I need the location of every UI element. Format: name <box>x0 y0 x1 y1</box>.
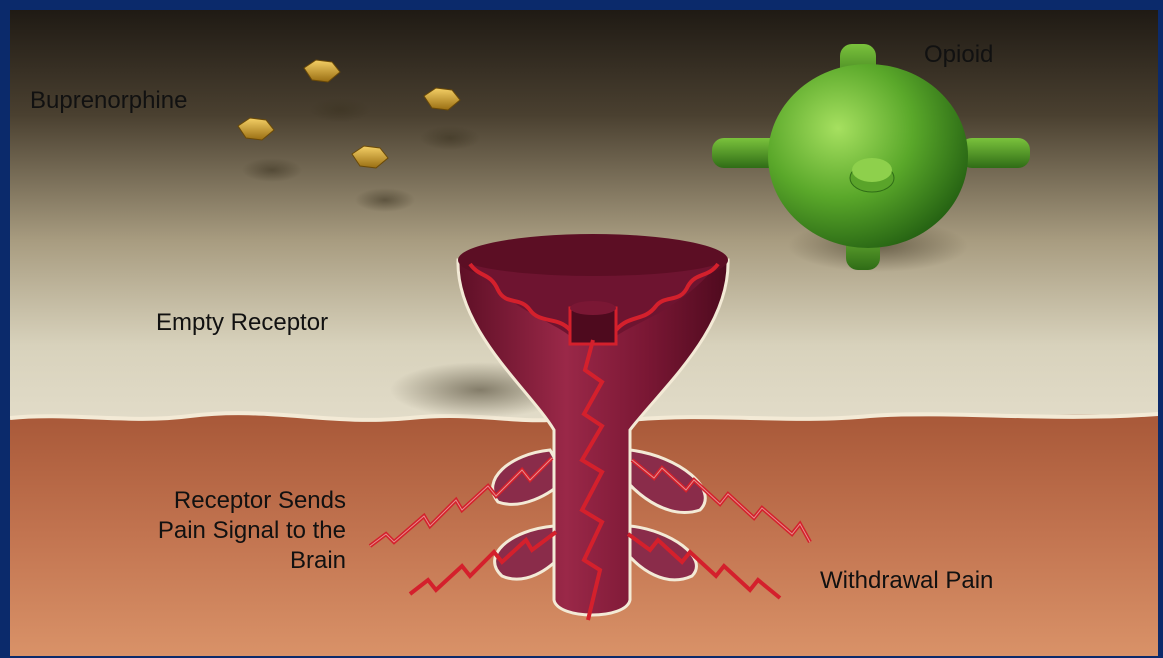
receptor-sends-line-3: Brain <box>60 546 346 576</box>
receptor-sends-label: Receptor Sends Pain Signal to the Brain <box>60 486 346 576</box>
receptor-sends-line-1: Receptor Sends <box>60 486 346 516</box>
buprenorphine-label: Buprenorphine <box>30 86 187 116</box>
withdrawal-pain-label: Withdrawal Pain <box>820 566 993 596</box>
empty-receptor-label: Empty Receptor <box>156 308 328 338</box>
receptor-sends-line-2: Pain Signal to the <box>60 516 346 546</box>
opioid-label: Opioid <box>924 40 993 70</box>
